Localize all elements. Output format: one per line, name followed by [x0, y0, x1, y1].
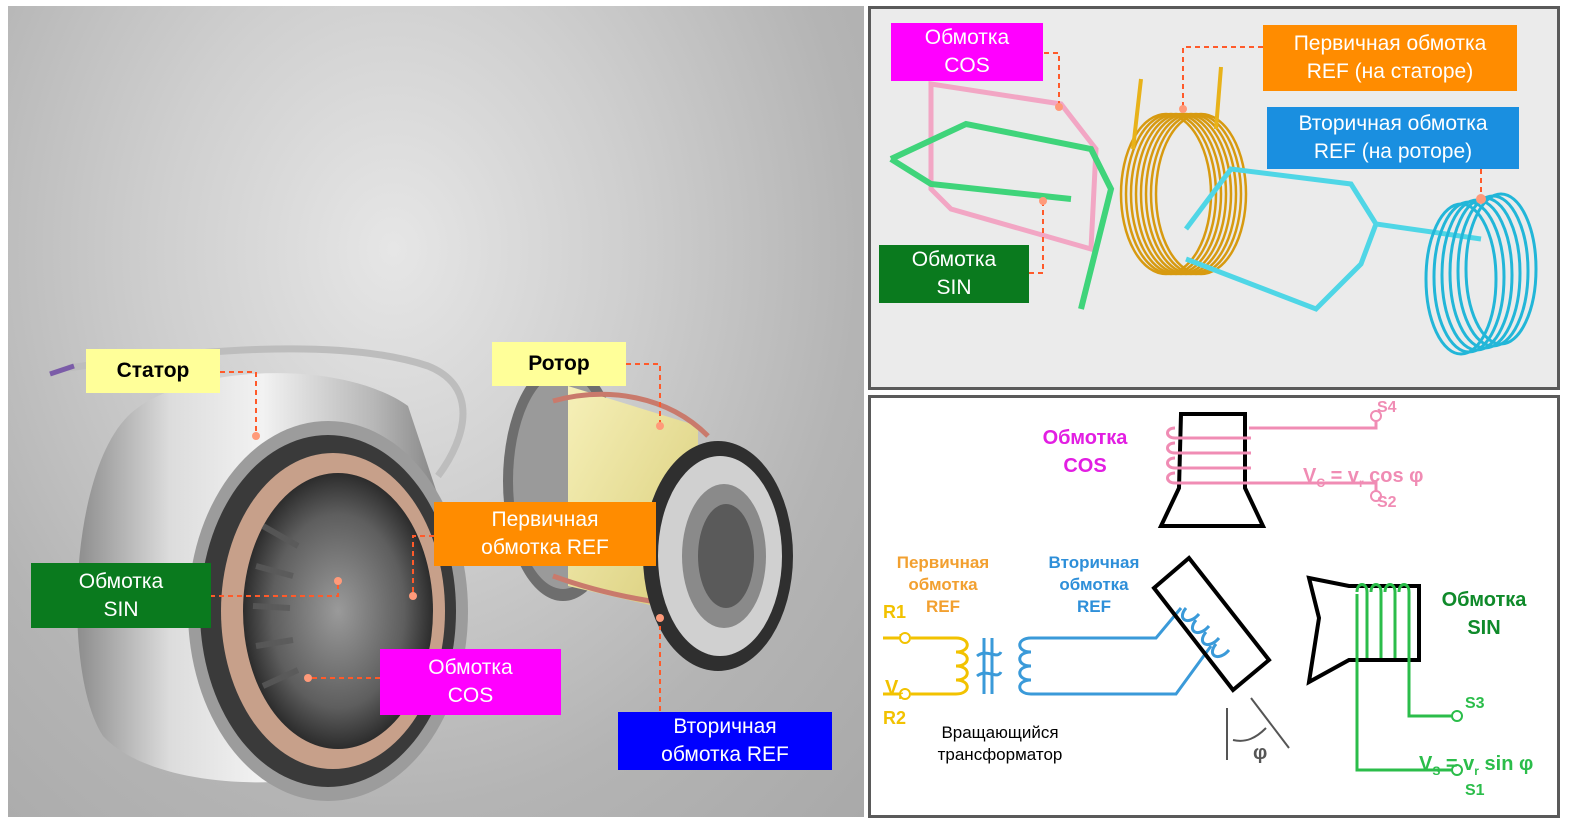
secondary-ref-rotor-label: Вторичная обмотка REF (на роторе) — [1267, 107, 1519, 169]
s1-terminal-label: S1 — [1465, 782, 1485, 799]
rotating-transformer-label: Вращающийся трансформатор — [937, 723, 1063, 764]
s3-terminal-label: S3 — [1465, 695, 1485, 712]
primary-ref-label: Первичная обмотка REF — [434, 502, 656, 566]
vs-symbol: V — [1419, 753, 1433, 775]
schematic-primary-label: Первичная обмотка REF — [896, 553, 990, 616]
vr-label: Vr — [885, 654, 903, 702]
windings-3d-panel: Обмотка COS Первичная обмотка REF (на ст… — [868, 6, 1560, 390]
vc-equals: = v — [1325, 465, 1359, 487]
vc-vr-subscript: r — [1358, 476, 1364, 490]
vr-subscript: r — [898, 688, 904, 702]
stator-label: Статор — [86, 349, 220, 393]
primary-ref-stator-label: Первичная обмотка REF (на статоре) — [1263, 25, 1517, 91]
r1-terminal-label: R1 — [883, 602, 907, 622]
resolver-schematic-panel: Обмотка COS Обмотка SIN Первичная обмотк… — [868, 395, 1560, 818]
schematic-secondary-label: Вторичная обмотка REF — [1048, 553, 1140, 616]
schematic-drawing — [883, 410, 1463, 776]
cos-label: Обмотка COS — [380, 649, 561, 715]
vc-tail: cos φ — [1363, 465, 1424, 487]
windings-3d-illustration — [889, 46, 1538, 356]
vs-tail: sin φ — [1478, 753, 1534, 775]
secondary-ref-label: Вторичная обмотка REF — [618, 712, 832, 770]
vs-formula: VS = vr sin φ — [1419, 730, 1533, 778]
s2-terminal-label: S2 — [1377, 494, 1397, 511]
schematic-sin-label: Обмотка SIN — [1441, 589, 1527, 639]
vs-vr-subscript: r — [1474, 764, 1479, 778]
vr-symbol: V — [885, 677, 899, 699]
vc-subscript: C — [1316, 476, 1326, 490]
sin-winding-label: Обмотка SIN — [879, 245, 1029, 303]
schematic-cos-label: Обмотка COS — [1042, 427, 1128, 477]
s4-terminal-label: S4 — [1377, 399, 1397, 416]
vc-symbol: V — [1303, 465, 1317, 487]
vc-formula: VC = vr cos φ — [1303, 442, 1424, 490]
sin-label: Обмотка SIN — [31, 563, 211, 628]
cos-winding-label: Обмотка COS — [891, 23, 1043, 81]
phi-angle-label: φ — [1253, 742, 1268, 764]
resolver-photo-panel: Статор Ротор Первичная обмотка REF Обмот… — [8, 6, 864, 817]
vs-equals: = v — [1440, 753, 1475, 775]
r2-terminal-label: R2 — [883, 708, 907, 728]
rotor-label: Ротор — [492, 342, 626, 386]
vs-subscript: S — [1432, 764, 1441, 778]
